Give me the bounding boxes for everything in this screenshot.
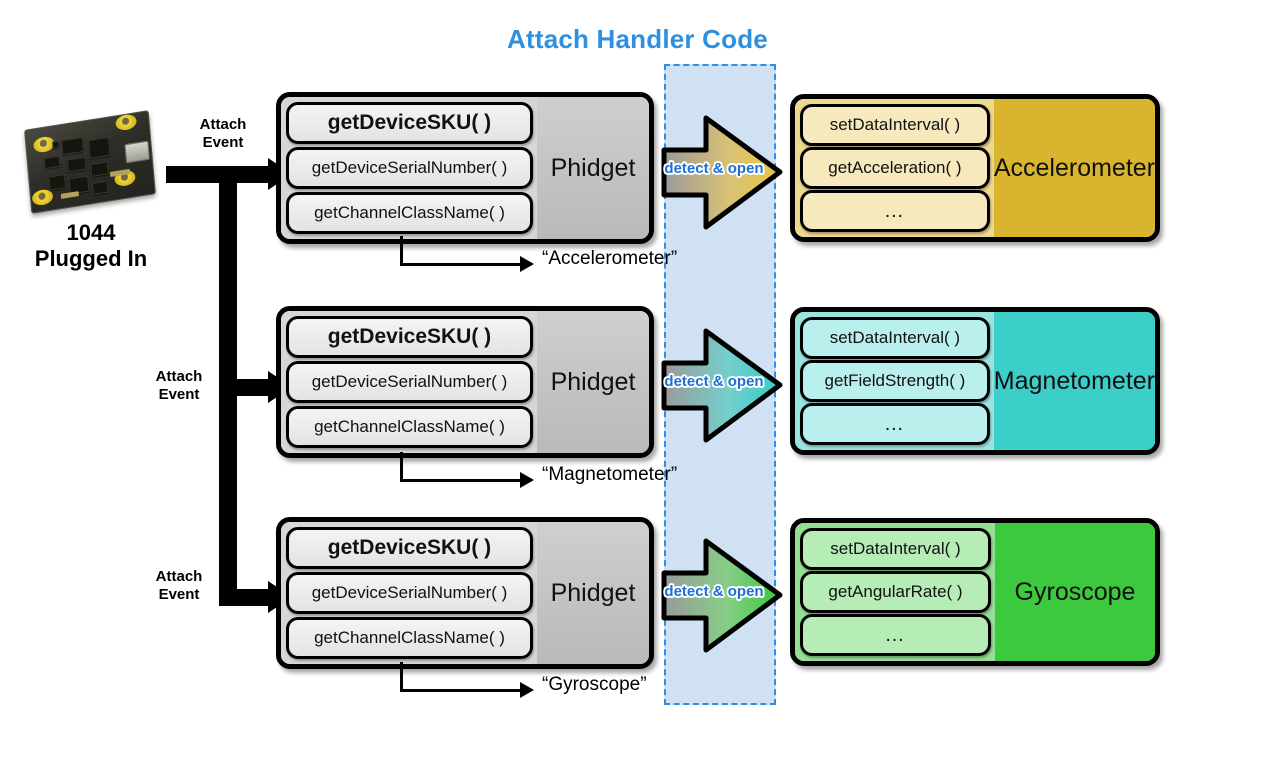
method-pill[interactable]: … — [800, 190, 990, 232]
phidget-methods-accelerometer: getDeviceSKU( ) getDeviceSerialNumber( )… — [281, 97, 537, 239]
method-pill[interactable]: getDeviceSerialNumber( ) — [286, 361, 533, 403]
phidget-methods-gyroscope: getDeviceSKU( ) getDeviceSerialNumber( )… — [281, 522, 537, 664]
method-pill[interactable]: getFieldStrength( ) — [800, 360, 990, 402]
method-pill[interactable]: getDeviceSKU( ) — [286, 102, 533, 144]
callout-arrowhead-icon — [520, 682, 534, 698]
phidget-class-label: Phidget — [537, 97, 649, 239]
channel-class-label: Magnetometer — [993, 312, 1155, 450]
method-pill[interactable]: … — [800, 614, 991, 656]
phidget-object-accelerometer: getDeviceSKU( ) getDeviceSerialNumber( )… — [276, 92, 654, 244]
method-pill[interactable]: getAcceleration( ) — [800, 147, 990, 189]
method-pill[interactable]: getAngularRate( ) — [800, 571, 991, 613]
attach-event-branch-gyroscope — [219, 589, 271, 606]
phidget-object-gyroscope: getDeviceSKU( ) getDeviceSerialNumber( )… — [276, 517, 654, 669]
method-pill[interactable]: getChannelClassName( ) — [286, 406, 533, 448]
attach-event-label-magnetometer: Attach Event — [155, 368, 203, 403]
callout-arrowhead-icon — [520, 472, 534, 488]
method-pill[interactable]: setDataInterval( ) — [800, 104, 990, 146]
detect-open-arrow-accelerometer: detect & open — [658, 110, 786, 235]
method-pill[interactable]: setDataInterval( ) — [800, 317, 990, 359]
phidget-object-magnetometer: getDeviceSKU( ) getDeviceSerialNumber( )… — [276, 306, 654, 458]
phidget-class-label: Phidget — [537, 311, 649, 453]
channel-object-accelerometer: setDataInterval( ) getAcceleration( ) … … — [790, 94, 1160, 242]
method-pill[interactable]: getDeviceSKU( ) — [286, 527, 533, 569]
method-pill[interactable]: getChannelClassName( ) — [286, 617, 533, 659]
attach-event-branch-accelerometer — [219, 166, 271, 183]
callout-value: “Magnetometer” — [542, 464, 678, 485]
channel-class-label: Gyroscope — [995, 523, 1155, 661]
device-block: 1044 Plugged In — [6, 106, 176, 272]
callout-value: “Accelerometer” — [542, 248, 678, 269]
attach-event-label-accelerometer: Attach Event — [199, 116, 247, 151]
device-1044-photo — [11, 106, 171, 220]
channel-methods-magnetometer: setDataInterval( ) getFieldStrength( ) … — [795, 312, 994, 450]
channel-methods-accelerometer: setDataInterval( ) getAcceleration( ) … — [795, 99, 994, 237]
channel-object-magnetometer: setDataInterval( ) getFieldStrength( ) …… — [790, 307, 1160, 455]
method-pill[interactable]: … — [800, 403, 990, 445]
method-pill[interactable]: getChannelClassName( ) — [286, 192, 533, 234]
channel-methods-gyroscope: setDataInterval( ) getAngularRate( ) … — [795, 523, 995, 661]
callout-arrowhead-icon — [520, 256, 534, 272]
detect-open-arrow-gyroscope: detect & open — [658, 533, 786, 658]
method-pill[interactable]: getDeviceSKU( ) — [286, 316, 533, 358]
channel-object-gyroscope: setDataInterval( ) getAngularRate( ) … G… — [790, 518, 1160, 666]
detect-open-arrow-magnetometer: detect & open — [658, 323, 786, 448]
usb-connector-icon — [124, 140, 150, 164]
device-label: 1044 Plugged In — [34, 220, 148, 271]
method-pill[interactable]: getDeviceSerialNumber( ) — [286, 147, 533, 189]
channel-class-label: Accelerometer — [993, 99, 1155, 237]
mounting-hole-icon — [115, 113, 138, 132]
attach-event-label-gyroscope: Attach Event — [155, 568, 203, 603]
mounting-hole-icon — [31, 188, 54, 207]
attach-event-branch-magnetometer — [219, 379, 271, 396]
page-title: Attach Handler Code — [507, 24, 768, 54]
phidget-class-label: Phidget — [537, 522, 649, 664]
phidget-methods-magnetometer: getDeviceSKU( ) getDeviceSerialNumber( )… — [281, 311, 537, 453]
method-pill[interactable]: getDeviceSerialNumber( ) — [286, 572, 533, 614]
callout-value: “Gyroscope” — [542, 674, 647, 695]
method-pill[interactable]: setDataInterval( ) — [800, 528, 991, 570]
